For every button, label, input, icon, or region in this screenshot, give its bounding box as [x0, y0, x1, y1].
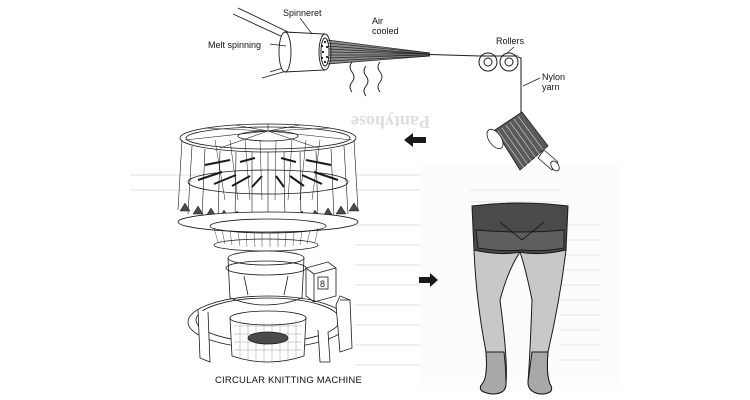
label-rollers: Rollers: [496, 36, 525, 46]
label-leaders: [269, 17, 541, 87]
caption-circular-knitting-machine: CIRCULAR KNITTING MACHINE: [215, 375, 362, 386]
control-box: 8: [305, 261, 337, 303]
circular-knitting-machine: 8: [177, 123, 360, 364]
label-air-cooled: Air cooled: [372, 16, 399, 36]
nylon-yarn-line: [517, 56, 522, 120]
process-arrows: [404, 133, 438, 287]
control-box-digit: 8: [320, 279, 325, 289]
label-nylon-yarn: Nylon yarn: [542, 72, 566, 92]
air-cooling-waves: [349, 61, 383, 97]
rollers: [478, 52, 519, 72]
yarn-cone: [486, 111, 560, 172]
arrow-right: [419, 273, 438, 287]
pantyhose: [471, 202, 569, 395]
nylon-filaments: [326, 39, 481, 65]
label-spinneret: Spinneret: [283, 8, 322, 18]
arrow-left: [404, 133, 426, 147]
bleed-through-title: Pantyhose: [351, 112, 430, 132]
collection-basket: [229, 310, 307, 364]
label-melt-spinning: Melt spinning: [208, 40, 262, 50]
